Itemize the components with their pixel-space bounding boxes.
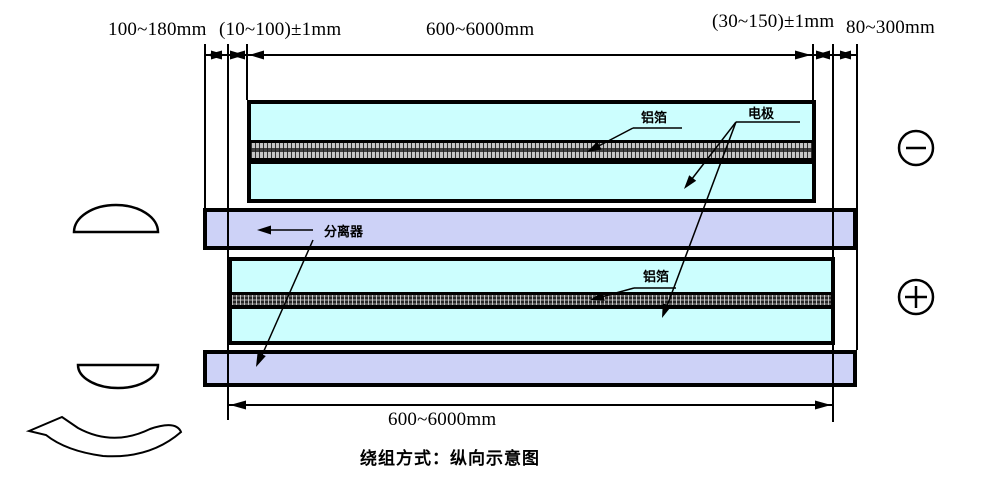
core-dome-shape (72, 203, 160, 234)
negative-terminal-icon (897, 129, 935, 167)
winding-direction-arrow-icon (25, 415, 183, 458)
dim-right-margin: 80~300mm (846, 17, 935, 38)
top-electrode-layer (247, 100, 816, 203)
dim-right-offset: (30~150)±1mm (712, 11, 835, 32)
dim-length-top: 600~6000mm (426, 19, 535, 40)
top-aluminum-foil-strip (251, 140, 812, 164)
bottom-electrode-layer (228, 257, 835, 345)
dim-length-bottom: 600~6000mm (388, 409, 497, 430)
core-bowl-shape (76, 363, 160, 390)
positive-terminal-icon (897, 278, 935, 316)
label-aluminum-foil-top: 铝箔 (641, 110, 668, 125)
top-separator-layer (203, 208, 857, 250)
label-separator: 分离器 (324, 224, 364, 239)
bottom-aluminum-foil-strip (232, 292, 831, 309)
diagram-caption: 绕组方式：纵向示意图 (360, 449, 540, 468)
label-electrode: 电极 (748, 106, 775, 121)
bottom-separator-layer (203, 350, 857, 387)
dim-left-margin: 100~180mm (108, 19, 207, 40)
label-aluminum-foil-bottom: 铝箔 (643, 269, 670, 284)
dim-left-offset: (10~100)±1mm (219, 19, 342, 40)
